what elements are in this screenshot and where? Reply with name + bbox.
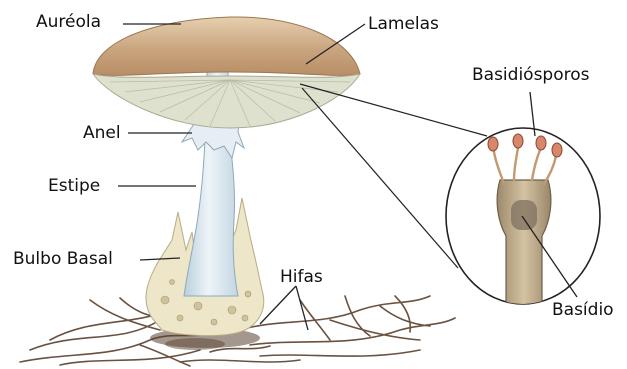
label-basidio: Basídio: [552, 302, 614, 319]
label-bulbo-basal: Bulbo Basal: [13, 251, 113, 268]
label-aureola: Auréola: [36, 14, 101, 31]
cap-shape: [93, 17, 360, 128]
basidium-inset: [446, 128, 600, 310]
label-anel: Anel: [83, 125, 121, 142]
label-estipe: Estipe: [48, 178, 100, 195]
label-basidiosporos: Basidiósporos: [472, 67, 590, 84]
label-hifas: Hifas: [280, 269, 323, 286]
label-lamelas: Lamelas: [368, 16, 439, 33]
